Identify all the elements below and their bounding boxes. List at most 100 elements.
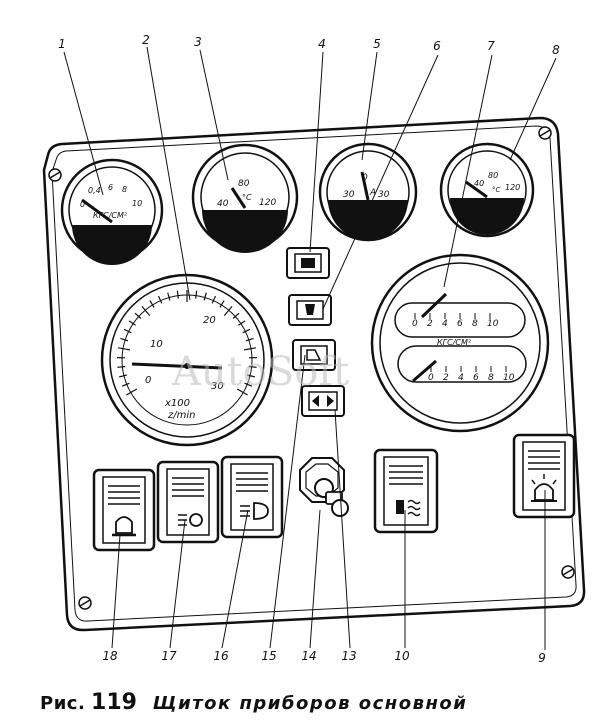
oil-pressure-scale-2: 6 [108,183,113,192]
callout-4: 4 [318,37,326,51]
dual-bottom-needle [412,359,437,383]
scale_bottom-label: 10 [503,373,515,383]
work-light-icon [531,474,557,502]
scale_top-label: 10 [487,319,499,329]
water-temp-needle [230,187,247,209]
callout-2: 2 [142,33,150,47]
tach-unit-line1: x100 [164,398,190,409]
tach-tick [157,295,163,304]
callout-13: 13 [341,649,356,663]
rocker-switch-10[interactable] [373,448,439,534]
tach-tick [236,388,248,396]
headlight-icon [240,502,269,520]
tach-tick [118,374,127,378]
tach-scale-0: 0 [145,375,151,386]
scale_bottom-label: 4 [458,373,464,383]
warning-lamp-4 [286,247,330,279]
rocker-switch-17[interactable] [156,460,220,544]
screw-top-left [48,168,62,182]
tach-tick [128,320,136,326]
warning-lamp-15 [292,339,336,371]
tach-tick [219,300,225,308]
oil-pressure-scale-3: 8 [122,185,127,194]
ammeter-scale-2: A [369,188,376,198]
ammeter-scale-1: 0 [362,173,368,183]
tach-tick [126,388,138,396]
oil-temperature-gauge: 40 80 120 °С [439,142,535,238]
tach-tick [211,295,217,304]
panel-plate-inner-edge [51,125,577,622]
scale_bottom-label: 8 [488,373,494,383]
tach-tick [223,306,233,316]
parking-light-icon [178,513,203,527]
callout-6: 6 [433,39,441,53]
oil-temp-scale-2: 120 [505,183,520,192]
tach-scale-2: 20 [203,315,216,326]
tach-tick [121,382,130,387]
watermark: AutoSoft [171,349,349,395]
scale_bottom-label: 6 [473,373,479,383]
tach-needle [131,362,223,370]
screw-bottom-right [561,565,575,579]
tach-tick [203,292,207,301]
water-temp-scale-2: 120 [259,198,276,208]
callout-7: 7 [487,39,495,53]
callout-16: 16 [213,649,229,663]
oil-pressure-unit: КГС/СМ² [93,211,128,220]
tach-scale-3: 30 [211,381,224,392]
water-temp-scale-1: 80 [238,179,250,189]
screw-bottom-left [78,596,92,610]
toggle-switch-14[interactable] [299,457,349,517]
callout-1: 1 [58,37,66,51]
screw-top-right [538,126,552,140]
callout-15: 15 [261,649,276,663]
fan-heater-icon [396,499,421,517]
oil-temp-needle [465,180,488,199]
rocker-switch-18[interactable] [92,468,156,552]
tach-tick [232,312,240,319]
water-temperature-gauge: 40 80 120 °С [191,143,299,253]
callout-14: 14 [301,649,316,663]
scale_top-label: 2 [427,319,433,329]
rocker-switch-9[interactable] [512,433,576,519]
caption-number: 119 [91,690,137,715]
tach-tick [117,347,131,351]
callout-17: 17 [161,649,177,663]
oil-pressure-needle [81,198,113,224]
oil-pressure-gauge: 0 0,4 6 8 10 КГС/СМ² [60,158,164,265]
figure-caption: Рис. 119 Щиток приборов основной [40,690,580,720]
scale_top-label: 0 [412,319,418,329]
callout-8: 8 [552,43,560,57]
tach-unit-line2: z/min [167,410,195,421]
oil-pressure-scale-1: 0,4 [88,186,101,195]
ammeter-scale-0: 30 [343,190,355,200]
tach-tick [247,374,256,378]
scale_bottom-label: 2 [443,373,449,383]
rocker-switch-16[interactable] [220,455,284,539]
callout-18: 18 [102,649,118,663]
oil-temp-scale-0: 40 [474,179,484,188]
tach-tick [244,382,253,387]
callout-5: 5 [373,37,381,51]
tach-tick [167,292,171,301]
tach-tick [120,337,129,342]
warning-lamp-6 [288,294,332,326]
oil-pressure-scale-4: 10 [132,199,142,208]
water-temp-unit: °С [242,193,252,202]
tach-tick [195,290,198,299]
ammeter-scale-3: 30 [378,190,390,200]
tachometer-gauge: 0 10 20 30 x100 z/min [100,273,274,447]
tach-tick [123,328,132,334]
tach-scale-1: 10 [150,339,163,350]
scale_top-label: 6 [457,319,463,329]
tach-tick [117,365,126,368]
tach-tick [238,320,246,326]
water-temp-scale-0: 40 [217,199,229,209]
scale_bottom-label: 0 [428,373,434,383]
oil-temp-unit: °С [492,186,501,194]
turn-signal-lamp-13 [301,385,345,417]
beacon-lamp-icon [115,516,133,534]
dual-pressure-unit: КГС/СМ² [437,338,472,347]
